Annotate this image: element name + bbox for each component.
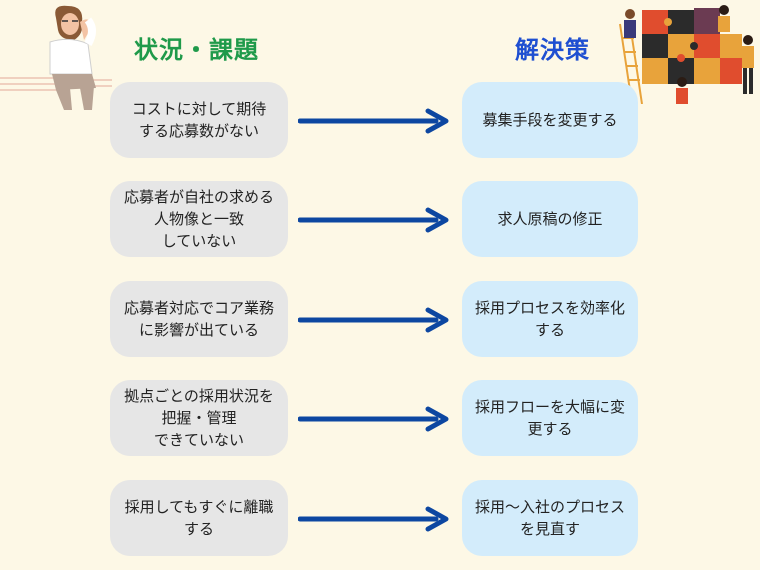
solution-box: 採用～入社のプロセス を見直す xyxy=(462,480,638,556)
problem-box: 採用してもすぐに離職 する xyxy=(110,480,288,556)
solutions-heading: 解決策 xyxy=(515,36,590,64)
problem-solution-row: 応募者が自社の求める 人物像と一致 していない 求人原稿の修正 xyxy=(0,181,760,259)
problem-box: 拠点ごとの採用状況を 把握・管理 できていない xyxy=(110,380,288,456)
right-arrow-icon xyxy=(298,108,449,134)
problem-solution-row: コストに対して期待 する応募数がない 募集手段を変更する xyxy=(0,82,760,160)
problems-heading: 状況・課題 xyxy=(134,36,259,64)
solution-box: 採用プロセスを効率化 する xyxy=(462,281,638,357)
worried-woman-illustration xyxy=(0,5,112,110)
problem-solution-row: 採用してもすぐに離職 する 採用～入社のプロセス を見直す xyxy=(0,480,760,558)
right-arrow-icon xyxy=(298,207,449,233)
team-puzzle-illustration xyxy=(619,5,754,104)
solution-box: 採用フローを大幅に変 更する xyxy=(462,380,638,456)
right-arrow-icon xyxy=(298,406,449,432)
problem-solution-row: 拠点ごとの採用状況を 把握・管理 できていない 採用フローを大幅に変 更する xyxy=(0,380,760,458)
problem-box: 応募者が自社の求める 人物像と一致 していない xyxy=(110,181,288,257)
problem-box: コストに対して期待 する応募数がない xyxy=(110,82,288,158)
solution-box: 募集手段を変更する xyxy=(462,82,638,158)
problem-solution-row: 応募者対応でコア業務 に影響が出ている 採用プロセスを効率化 する xyxy=(0,281,760,359)
solution-box: 求人原稿の修正 xyxy=(462,181,638,257)
problem-box: 応募者対応でコア業務 に影響が出ている xyxy=(110,281,288,357)
right-arrow-icon xyxy=(298,307,449,333)
right-arrow-icon xyxy=(298,506,449,532)
